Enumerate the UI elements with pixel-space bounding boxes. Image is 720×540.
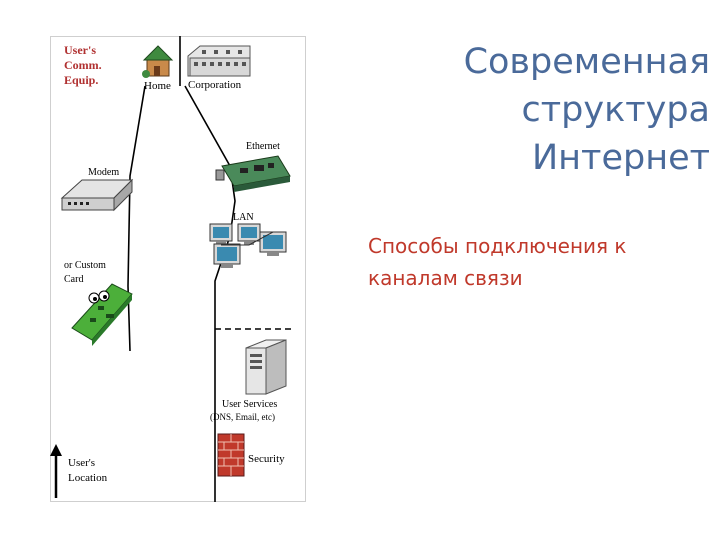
services-label: User Services <box>222 399 277 410</box>
location-label-line1: User's <box>68 457 95 469</box>
title-line-3: Интернет <box>410 134 710 182</box>
server-icon <box>246 340 286 394</box>
equip-label-line2: Comm. <box>64 58 102 72</box>
title-line-1: Современная <box>410 38 710 86</box>
home-label: Home <box>144 80 171 92</box>
corporation-building-icon <box>188 46 250 76</box>
title-line-2: структура <box>410 86 710 134</box>
lan-label: LAN <box>233 212 254 223</box>
corporation-label: Corporation <box>188 79 242 91</box>
card-label-line2: Card <box>64 274 83 285</box>
slide-subtitle: Способы подключения к каналам связи <box>368 230 688 294</box>
location-label-line2: Location <box>68 472 108 484</box>
card-label-line1: or Custom <box>64 260 106 271</box>
modem-label: Modem <box>88 167 119 178</box>
ethernet-label: Ethernet <box>246 141 280 152</box>
internet-structure-diagram: User's Comm. Equip. Home Corporation Eth… <box>50 36 306 502</box>
security-label: Security <box>248 453 285 465</box>
firewall-icon <box>218 434 244 476</box>
services-sublabel: (DNS, Email, etc) <box>210 412 275 422</box>
equip-label-line3: Equip. <box>64 73 98 87</box>
slide-title: Современная структура Интернет <box>410 38 710 182</box>
equip-label-line1: User's <box>64 43 96 57</box>
